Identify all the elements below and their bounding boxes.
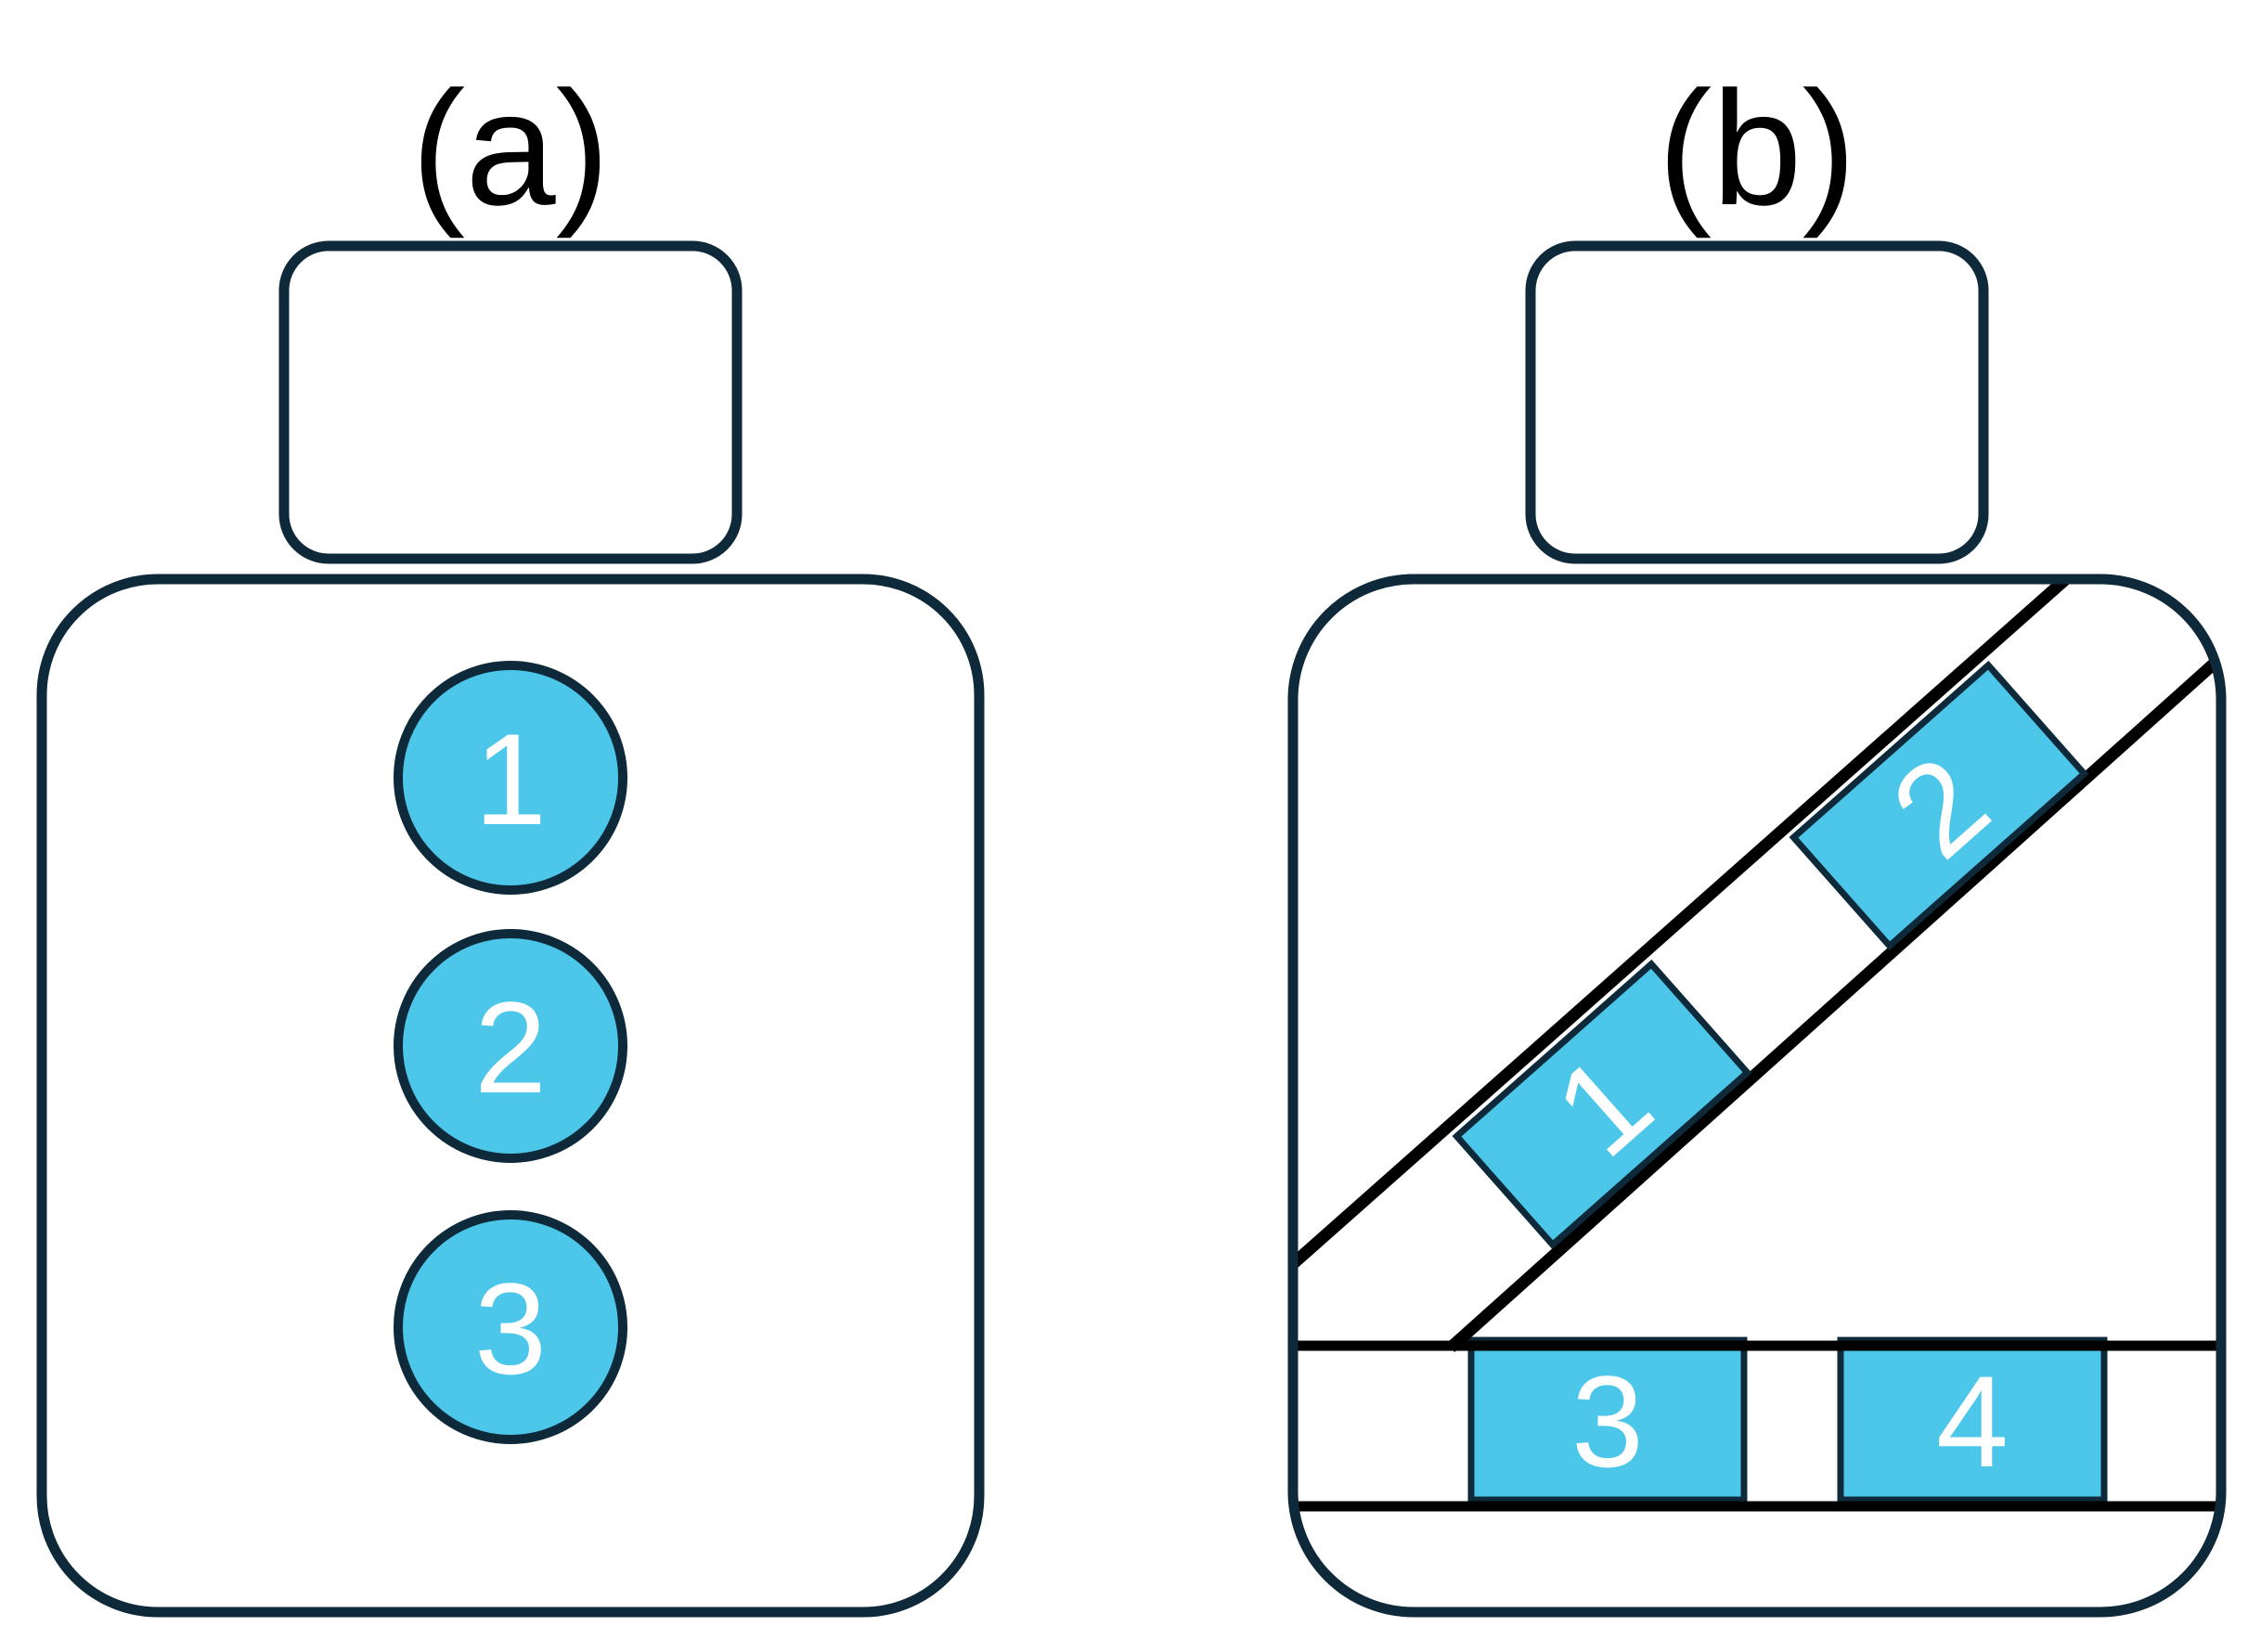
sample-rect-3-label: 3 — [1571, 1349, 1644, 1494]
diagonal-band-lower-line — [1446, 622, 2221, 1352]
sample-rect-1-group: 1 — [1452, 959, 1752, 1250]
sample-rect-1 — [1452, 959, 1752, 1250]
panel-b-label: (b) — [1658, 58, 1856, 239]
bottle-b-body — [1287, 574, 2227, 1618]
sample-rect-3 — [1467, 1336, 1748, 1504]
sample-circle-2 — [394, 929, 627, 1163]
sample-circle-2-label: 2 — [474, 974, 547, 1120]
bottle-b-cap — [1525, 240, 1989, 564]
sample-circle-1-label: 1 — [474, 706, 547, 852]
sample-circle-3-label: 3 — [474, 1256, 547, 1401]
bottle-a-cap — [278, 240, 743, 564]
sample-circle-3 — [394, 1210, 627, 1444]
diagonal-band-upper-line — [1293, 579, 2098, 1275]
bottle-b-interior: 3 4 1 2 — [1293, 579, 2221, 1512]
sample-rect-2 — [1789, 660, 2089, 951]
sample-rect-2-group: 2 — [1789, 660, 2089, 951]
sample-rect-4-label: 4 — [1936, 1349, 2009, 1494]
panel-b: (b) 3 4 1 — [1287, 58, 2227, 1618]
sample-rect-4 — [1837, 1336, 2108, 1504]
panel-a: (a) 1 2 3 — [36, 58, 985, 1618]
panel-a-label: (a) — [411, 58, 610, 239]
sample-circle-1 — [394, 661, 627, 895]
